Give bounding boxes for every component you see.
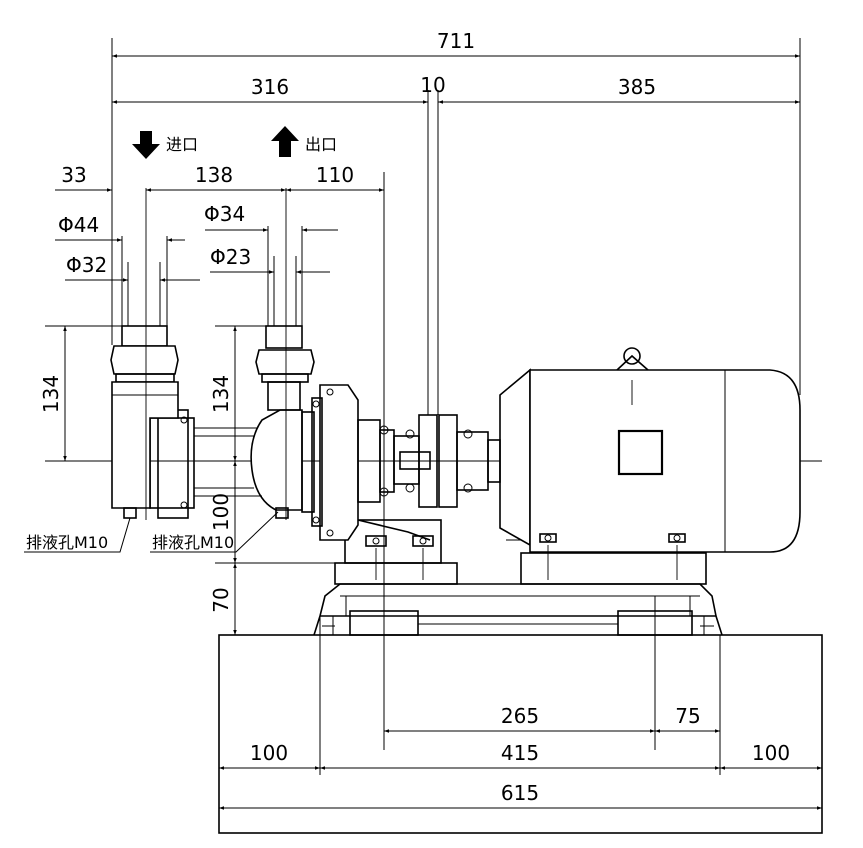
dim-inlet-id: Φ32 <box>66 253 107 277</box>
lifting-eye-icon <box>616 347 649 371</box>
drain-leaders <box>24 511 279 553</box>
outlet-nozzle <box>255 325 315 519</box>
dim-bolt-distance: 265 <box>501 704 539 728</box>
motor <box>487 347 801 553</box>
dim-inlet-height: 134 <box>39 375 63 413</box>
dim-outlet-od: Φ34 <box>204 202 245 226</box>
dimension-labels: 711 316 10 385 33 138 110 Φ44 Φ32 Φ34 Φ2… <box>39 29 790 805</box>
dim-gap: 10 <box>420 73 445 97</box>
inlet-nozzle <box>110 325 179 519</box>
outlet-arrow-icon <box>271 126 299 157</box>
pump-casing <box>149 384 395 541</box>
dim-outlet-height: 134 <box>209 375 233 413</box>
dim-center-to-base: 100 <box>209 493 233 531</box>
inlet-arrow-icon <box>132 131 160 159</box>
drain-label-left: 排液孔M10 <box>26 533 108 552</box>
dim-base-height: 70 <box>209 587 233 612</box>
base-frame <box>313 583 723 636</box>
extension-lines <box>45 38 823 830</box>
dim-overhang-left: 100 <box>250 741 288 765</box>
dim-base-frame-length: 415 <box>501 741 539 765</box>
dim-motor-section: 385 <box>618 75 656 99</box>
dim-pump-section: 316 <box>251 75 289 99</box>
drain-labels: 排液孔M10 排液孔M10 <box>26 533 234 552</box>
dim-outlet-to-face: 110 <box>316 163 354 187</box>
dim-inlet-od: Φ44 <box>58 213 99 237</box>
nozzle-centerlines <box>145 188 678 580</box>
terminal-box <box>617 429 664 476</box>
pump-pedestal <box>334 519 458 585</box>
dim-bolt-offset: 75 <box>675 704 700 728</box>
inlet-label: 进口 <box>166 135 198 154</box>
drain-label-right: 排液孔M10 <box>152 533 234 552</box>
dim-outlet-id: Φ23 <box>210 245 251 269</box>
dim-inlet-offset: 33 <box>61 163 86 187</box>
dimension-lines <box>55 54 822 810</box>
dim-foundation-length: 615 <box>501 781 539 805</box>
dim-overhang-right: 100 <box>752 741 790 765</box>
dim-inlet-outlet: 138 <box>195 163 233 187</box>
dim-overall-length: 711 <box>437 29 475 53</box>
outlet-label: 出口 <box>305 135 337 154</box>
